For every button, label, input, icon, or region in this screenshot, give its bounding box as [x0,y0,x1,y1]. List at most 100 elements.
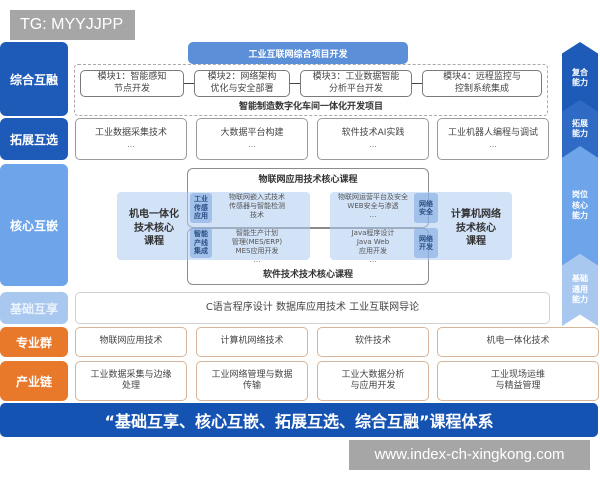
tag-line: 应用 [194,212,208,221]
arrow-connector [412,83,422,84]
extend-item-title: 工业机器人编程与调试 [447,128,538,139]
extend-item-1: 工业数据采集技术 … [75,118,187,160]
list-top-left: 物联网嵌入式技术 传感器与智能检测 技术 [212,193,302,220]
major-item-2: 计算机网络技术 [196,327,308,357]
mechatronics-panel [117,192,310,260]
ability-line: 能力 [572,211,588,221]
ability-line: 核心 [572,200,588,210]
list-line: 应用开发 [359,247,387,256]
module-4-line1: 模块4：远程监控与 [443,72,521,83]
extend-item-more: … [248,139,256,149]
list-bottom-left: 智能生产计划 管理(MES/ERP) MES应用开发 … [212,229,302,265]
list-line: 管理(MES/ERP) [231,238,283,247]
course-line: 课程 [144,236,164,247]
chain-line: 工业大数据分析 [341,369,405,380]
chain-line: 工业数据采集与边缘 [90,369,172,380]
tag-line: 传感 [194,203,208,212]
chain-item-2: 工业网络管理与数据 传输 [196,361,308,401]
row-label-foundation: 基础互享 [0,292,68,324]
course-line: 课程 [466,236,486,247]
chain-line: 传输 [242,381,261,391]
arrow-connector [184,83,194,84]
extend-item-title: 工业数据采集技术 [94,128,167,139]
composite-dashed-area [74,64,548,116]
mechatronics-core-course: 机电一体化 技术核心 课程 [118,208,190,249]
arrow-connector [290,83,300,84]
row-label-extend: 拓展互选 [0,118,68,160]
tag-line: 集成 [194,247,208,256]
tag-line: 产线 [194,238,208,247]
row-label-majors: 专业群 [0,327,68,357]
ability-core-chevron: 岗位核心能力 [562,146,598,266]
chain-item-4: 工业现场运维 与精益管理 [437,361,599,401]
chain-item-3: 工业大数据分析 与应用开发 [317,361,429,401]
extend-item-4: 工业机器人编程与调试 … [437,118,549,160]
module-2-line1: 模块2：网络架构 [207,72,277,83]
course-line: 机电一体化 [129,209,179,220]
module-1-line2: 节点开发 [113,83,150,94]
chain-line: 工业现场运维 [490,369,545,380]
tag-line: 网络 [419,234,433,243]
list-bottom-right: Java程序设计 Java Web 应用开发 … [332,229,414,265]
course-line: 计算机网络 [451,209,501,220]
ability-line: 拓展 [572,118,588,128]
module-4-line2: 控制系统集成 [454,83,509,94]
ability-line: 复合 [572,67,588,77]
ability-line: 能力 [572,129,588,138]
list-line: 物联网运营平台及安全 [338,193,408,201]
tag-line: 开发 [419,243,433,251]
list-top-right: 物联网运营平台及安全 WEB安全与渗透 … [332,193,414,220]
foundation-courses: C语言程序设计 数据库应用技术 工业互联网导论 [75,292,550,324]
list-line: … [369,211,377,220]
module-3-line2: 分析平台开发 [328,83,383,94]
watermark-bottom: www.index-ch-xingkong.com [349,440,590,470]
list-line: 物联网嵌入式技术 [229,193,285,201]
module-1: 模块1：智能感知 节点开发 [80,70,184,97]
chain-line: 与精益管理 [495,381,541,391]
extend-item-2: 大数据平台构建 … [196,118,308,160]
extend-item-3: 软件技术AI实践 … [317,118,429,160]
curriculum-system-title: “基础互享、核心互嵌、拓展互选、综合互融”课程体系 [0,403,598,437]
tag-line: 工业 [194,195,208,204]
tag-line: 智能 [194,230,208,239]
row-label-core: 核心互嵌 [0,164,68,286]
course-line: 技术核心 [134,222,174,234]
project-banner: 工业互联网综合项目开发 [188,42,408,64]
list-line: WEB安全与渗透 [347,202,399,211]
module-3-line1: 模块3：工业数据智能 [312,72,400,83]
list-line: … [253,256,261,265]
row-label-composite: 综合互融 [0,42,68,116]
extend-item-more: … [369,139,377,149]
ability-line: 岗位 [572,190,588,200]
tag-network-dev: 网络 开发 [414,228,438,258]
module-3: 模块3：工业数据智能 分析平台开发 [300,70,412,97]
extend-item-title: 大数据平台构建 [220,128,284,139]
major-item-3: 软件技术 [317,327,429,357]
tag-smart-production: 智能 产线 集成 [190,228,212,258]
tag-industrial-sensing: 工业 传感 应用 [190,193,212,223]
row-label-industry-chain: 产业链 [0,361,68,401]
module-2: 模块2：网络架构 优化与安全部署 [194,70,290,97]
network-core-course: 计算机网络 技术核心 课程 [440,208,512,249]
software-core-title: 软件技术技术核心课程 [262,270,353,280]
list-line: Java程序设计 [351,229,395,237]
extend-item-more: … [127,139,135,149]
list-line: 智能生产计划 [236,229,278,237]
ability-line: 通用 [572,284,588,294]
ability-foundation-chevron: 基础通用能力 [562,254,598,326]
ability-line: 能力 [572,295,588,305]
chain-item-1: 工业数据采集与边缘 处理 [75,361,187,401]
course-line: 技术核心 [456,222,496,234]
module-1-line1: 模块1：智能感知 [97,72,167,83]
list-line: Java Web [356,238,390,247]
list-line: MES应用开发 [235,247,279,256]
major-item-4: 机电一体化技术 [437,327,599,357]
module-4: 模块4：远程监控与 控制系统集成 [422,70,542,97]
chain-line: 处理 [121,381,140,391]
ability-line: 能力 [572,78,588,87]
list-line: 技术 [250,211,264,220]
major-item-1: 物联网应用技术 [75,327,187,357]
tag-line: 安全 [419,208,433,216]
chain-line: 工业网络管理与数据 [211,369,293,380]
composite-caption: 智能制造数字化车间一体化开发项目 [238,102,383,112]
